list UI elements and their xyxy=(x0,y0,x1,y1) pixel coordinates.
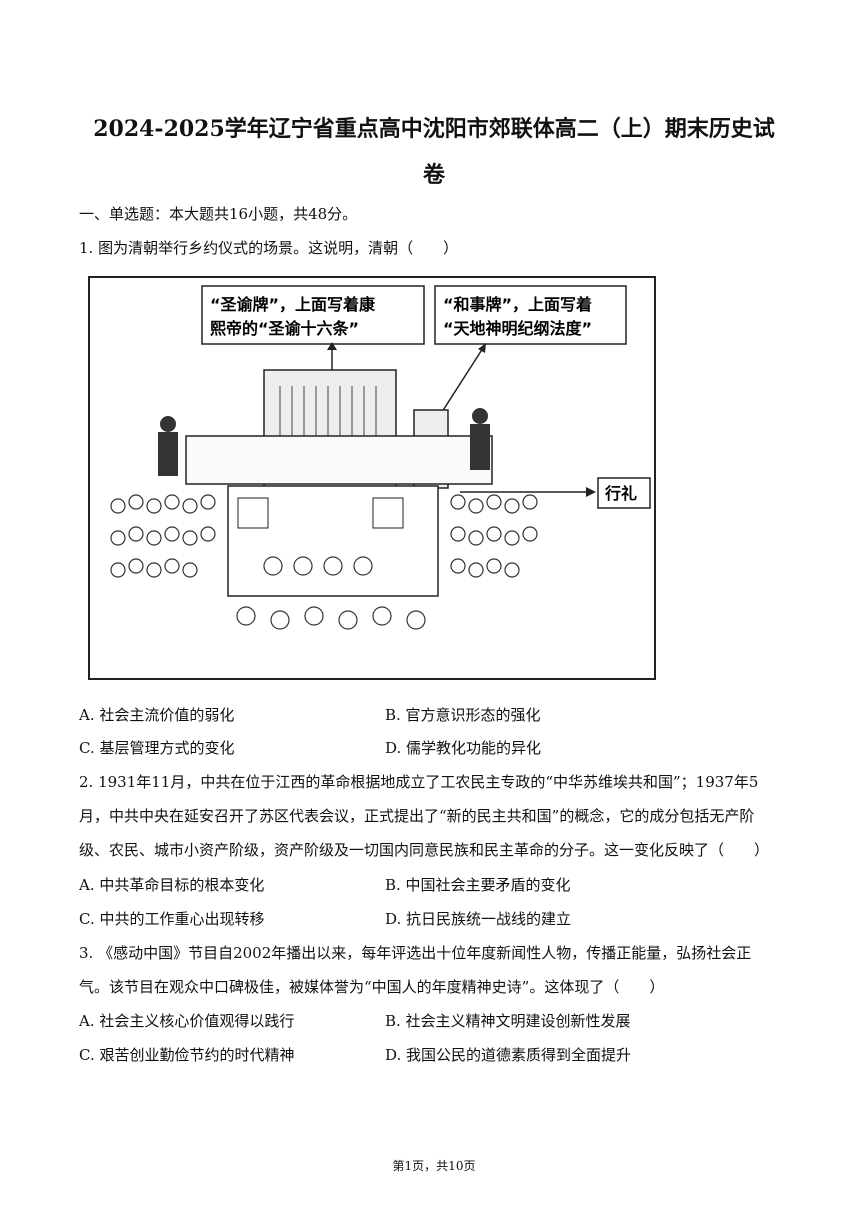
callout-left-line-2: 熙帝的“圣谕十六条” xyxy=(210,319,359,338)
title-line-1: 2024-2025学年辽宁省重点高中沈阳市郊联体高二（上）期末历史试 xyxy=(93,116,775,142)
question-3-stem-line-1: 3. 《感动中国》节目自2002年播出以来，每年评选出十位年度新闻性人物，传播正… xyxy=(79,944,752,962)
q2-option-d: D. 抗日民族统一战线的建立 xyxy=(385,910,572,928)
q2-option-b: B. 中国社会主要矛盾的变化 xyxy=(385,876,571,894)
q1-option-d: D. 儒学教化功能的异化 xyxy=(385,739,542,757)
question-1-stem: 1. 图为清朝举行乡约仪式的场景。这说明，清朝（ ） xyxy=(79,239,459,257)
question-2-stem-line-1: 2. 1931年11月，中共在位于江西的革命根据地成立了工农民主专政的“中华苏维… xyxy=(79,773,759,791)
callout-left-line-1: “圣谕牌”，上面写着康 xyxy=(210,295,376,314)
section-heading: 一、单选题：本大题共16小题，共48分。 xyxy=(79,205,358,223)
callout-right-line-2: “天地神明纪纲法度” xyxy=(443,319,592,338)
q3-option-c: C. 艰苦创业勤俭节约的时代精神 xyxy=(79,1046,295,1064)
question-2-stem-line-3: 级、农民、城市小资产阶级，资产阶级及一切国内同意民族和民主革命的分子。这一变化反… xyxy=(79,841,770,859)
question-1-figure: “圣谕牌”，上面写着康 熙帝的“圣谕十六条” “和事牌”，上面写着 “天地神明纪… xyxy=(88,276,656,680)
q3-option-b: B. 社会主义精神文明建设创新性发展 xyxy=(385,1012,631,1030)
question-3-stem-line-2: 气。该节目在观众中口碑极佳，被媒体誉为“中国人的年度精神史诗”。这体现了（ ） xyxy=(79,978,665,996)
q1-option-a: A. 社会主流价值的弱化 xyxy=(79,706,235,724)
arrow-label: 行礼 xyxy=(604,484,637,503)
q3-option-a: A. 社会主义核心价值观得以践行 xyxy=(79,1012,295,1030)
title-line-2: 卷 xyxy=(422,162,445,188)
q3-option-d: D. 我国公民的道德素质得到全面提升 xyxy=(385,1046,632,1064)
page-footer: 第1页，共10页 xyxy=(392,1159,476,1173)
question-2-stem-line-2: 月，中共中央在延安召开了苏区代表会议，正式提出了“新的民主共和国”的概念，它的成… xyxy=(79,807,755,825)
q1-option-b: B. 官方意识形态的强化 xyxy=(385,706,541,724)
callout-right-line-1: “和事牌”，上面写着 xyxy=(443,295,592,314)
q1-option-c: C. 基层管理方式的变化 xyxy=(79,739,235,757)
q2-option-c: C. 中共的工作重心出现转移 xyxy=(79,910,265,928)
q2-option-a: A. 中共革命目标的根本变化 xyxy=(79,876,265,894)
